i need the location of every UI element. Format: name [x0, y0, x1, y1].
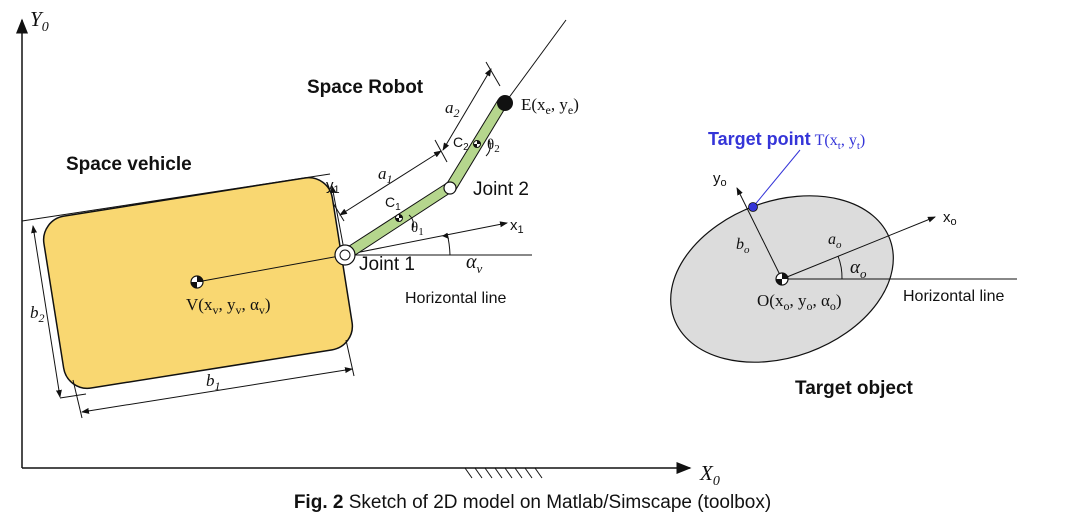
- figure-caption: Fig. 2 Sketch of 2D model on Matlab/Sims…: [0, 492, 1065, 514]
- object-center-label: O(xo, yo, αo): [757, 291, 842, 313]
- caption-text: Sketch of 2D model on Matlab/Simscape (t…: [343, 492, 772, 513]
- alpha-v-label: αv: [466, 251, 483, 276]
- yo-label: yo: [713, 170, 727, 189]
- vehicle-center-label: V(xv, yv, αv): [186, 295, 271, 317]
- y1-label: y1: [326, 177, 340, 196]
- target-point-leader: [752, 149, 801, 208]
- ao-label: ao: [828, 231, 842, 251]
- b2-label: b2: [30, 303, 45, 325]
- space-robot-title: Space Robot: [307, 77, 424, 98]
- x1-axis: [344, 221, 508, 256]
- y1-axis: [330, 185, 346, 256]
- c1-label: C1: [385, 194, 401, 213]
- b1-label: b1: [206, 371, 221, 393]
- link2-extension: [504, 19, 567, 104]
- a2-label: a2: [445, 98, 460, 120]
- vehicle-com-icon: [190, 275, 204, 289]
- global-axes: Y0 X0: [16, 7, 720, 489]
- theta2-arc: [485, 139, 491, 157]
- ground-hatch: [464, 467, 543, 479]
- end-effector-icon: [497, 95, 513, 111]
- c2-label: C2: [453, 134, 469, 153]
- xo-axis: [781, 216, 936, 280]
- vehicle-to-joint-line: [196, 254, 346, 283]
- end-effector-label: E(xe, ye): [521, 95, 579, 117]
- b1-dimension: [81, 367, 353, 414]
- bo-label: bo: [736, 236, 750, 256]
- target-object: Horizontal line xo yo αo ao bo O(xo, yo,…: [670, 129, 1017, 399]
- x0-label: X0: [699, 461, 720, 489]
- object-com-icon: [775, 272, 789, 286]
- c1-com-icon: [395, 214, 403, 222]
- joint1-icon: [334, 244, 356, 266]
- a1-dimension: [339, 150, 442, 216]
- b2-dimension: [31, 225, 62, 398]
- joint2-icon: [443, 181, 457, 195]
- horizontal-line-right-label: Horizontal line: [903, 288, 1004, 305]
- horizontal-line-left-label: Horizontal line: [405, 290, 506, 307]
- alpha-o-label: αo: [850, 257, 867, 281]
- joint2-label: Joint 2: [473, 179, 529, 200]
- a2-dimension: [442, 68, 492, 151]
- theta2-label: θ2: [487, 137, 500, 155]
- yo-axis: [736, 187, 783, 280]
- a1-label: a1: [378, 164, 393, 186]
- y0-label: Y0: [30, 7, 49, 35]
- target-point-icon: [748, 202, 758, 212]
- caption-prefix: Fig. 2: [293, 492, 344, 513]
- theta1-arc: [408, 214, 414, 231]
- theta1-label: θ1: [411, 220, 424, 238]
- x1-label: x1: [510, 217, 524, 236]
- space-robot: Space Robot Horizontal line x1 y1 αv θ1 …: [307, 19, 579, 307]
- c2-com-icon: [473, 140, 481, 148]
- target-object-title: Target object: [795, 378, 914, 399]
- space-vehicle: b1 b2 Space vehicle V(xv, yv, αv): [21, 154, 355, 419]
- space-vehicle-title: Space vehicle: [66, 154, 192, 175]
- joint1-label: Joint 1: [359, 254, 415, 275]
- alpha-o-arc: [837, 255, 843, 280]
- xo-label: xo: [943, 209, 957, 228]
- diagram-svg: Y0 X0 b1 b2 Space vehicle V(xv, yv, αv) …: [16, 7, 1017, 489]
